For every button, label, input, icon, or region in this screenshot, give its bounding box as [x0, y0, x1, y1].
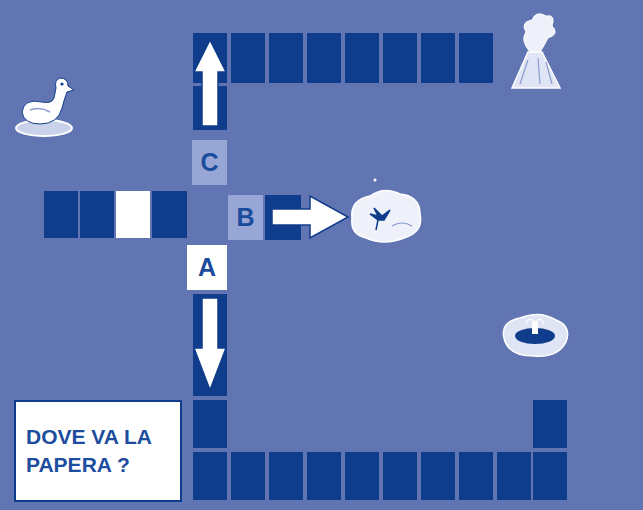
- path-square: [44, 191, 78, 238]
- path-square: [80, 191, 114, 238]
- direction-arrows: [194, 40, 348, 390]
- path-square: [231, 452, 265, 500]
- step-box: A: [187, 245, 227, 290]
- path-square: [383, 33, 417, 83]
- step-letter: A: [198, 251, 216, 285]
- path-square: [345, 452, 379, 500]
- path-square: [193, 400, 227, 448]
- question-text: DOVE VA LA PAPERA ?: [26, 423, 170, 480]
- step-box: B: [228, 195, 263, 240]
- step-box: C: [192, 140, 227, 185]
- path-square-white: [116, 191, 150, 238]
- step-letter: C: [200, 146, 218, 180]
- path-square: [269, 452, 303, 500]
- island-picture: [352, 179, 421, 243]
- path-square: [307, 452, 341, 500]
- right-arrow: [272, 196, 348, 238]
- path-square: [533, 400, 567, 448]
- path-square: [383, 452, 417, 500]
- path-square: [269, 33, 303, 83]
- volcano-picture: [512, 14, 560, 88]
- path-square: [345, 33, 379, 83]
- path-square: [152, 191, 187, 238]
- duck-picture: [16, 78, 74, 136]
- path-square: [421, 452, 455, 500]
- question-box: DOVE VA LA PAPERA ?: [14, 400, 182, 502]
- path-square: [459, 33, 493, 83]
- up-arrow: [194, 40, 226, 126]
- path-square: [459, 452, 493, 500]
- path-square: [193, 294, 227, 396]
- path-square: [497, 452, 531, 500]
- path-square: [421, 33, 455, 83]
- step-letter: B: [236, 201, 254, 235]
- down-arrow: [194, 298, 226, 390]
- path-square: [193, 452, 227, 500]
- path-square: [307, 33, 341, 83]
- path-square: [533, 452, 567, 500]
- pond-island-picture: [503, 314, 567, 356]
- path-square: [231, 33, 265, 83]
